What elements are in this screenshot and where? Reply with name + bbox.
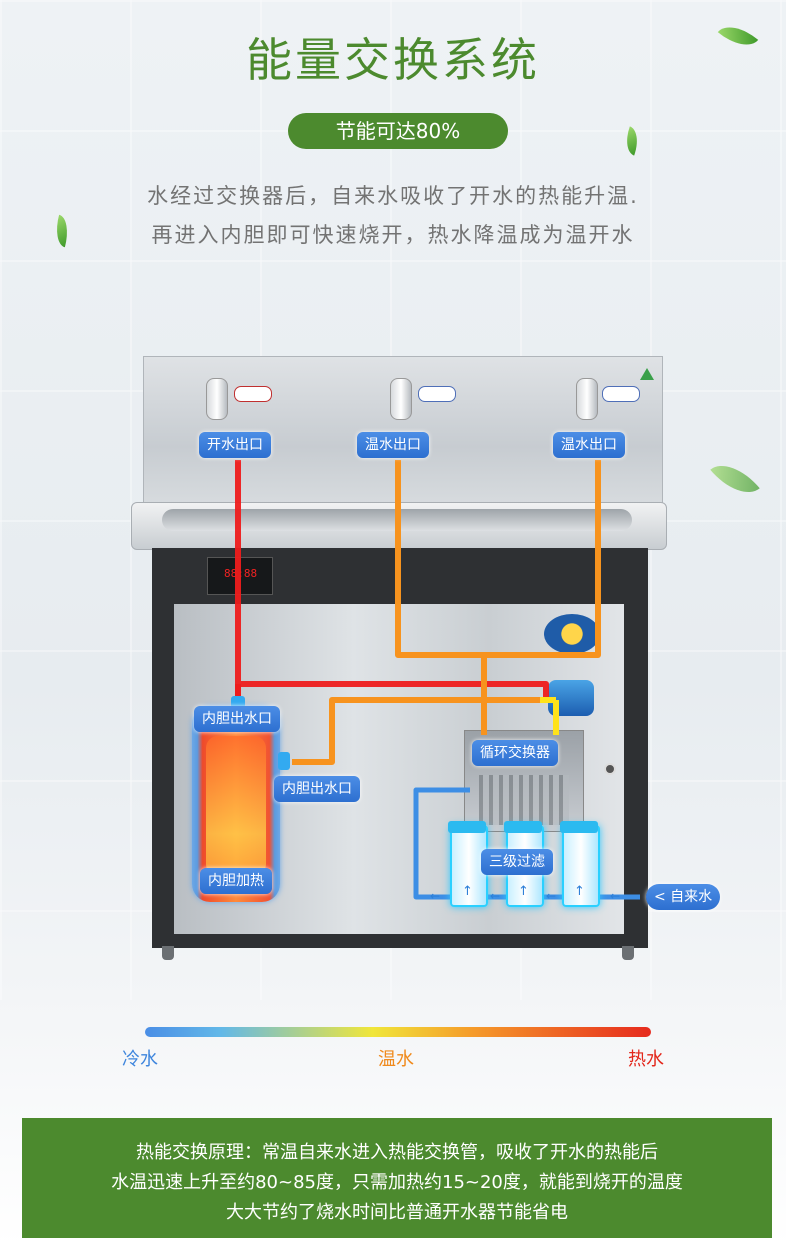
- legend-hot: 热水: [628, 1049, 664, 1070]
- arrow-left-icon: ←: [430, 889, 441, 903]
- exchanger-coil: [479, 775, 569, 825]
- info-line-3: 大大节约了烧水时间比普通开水器节能省电: [226, 1202, 568, 1223]
- label-exchanger: 循环交换器: [472, 740, 558, 766]
- info-line-1: 热能交换原理：常温自来水进入热能交换管，吸收了开水的热能后: [136, 1142, 658, 1163]
- filter-stage-1: ↑: [448, 821, 488, 907]
- control-display: 88:88: [207, 557, 273, 595]
- page-title: 能量交换系统: [246, 33, 540, 87]
- machine-leg: [162, 946, 174, 960]
- arrow-left-icon: ←: [490, 889, 501, 903]
- boiling-badge-icon: [234, 386, 272, 402]
- label-filters: 三级过滤: [481, 849, 553, 875]
- mascot-logo-icon: [544, 614, 600, 654]
- quality-logo-icon: [548, 680, 594, 716]
- label-tap-water: < 自来水: [646, 884, 721, 910]
- temperature-gradient-bar: [145, 1027, 651, 1037]
- description-line-2: 再进入内胆即可快速烧开，热水降温成为温开水: [151, 223, 635, 247]
- warm-badge-icon: [602, 386, 640, 402]
- label-boiling-outlet: 开水出口: [199, 432, 271, 458]
- machine-leg: [622, 946, 634, 960]
- arrow-left-icon: ←: [610, 889, 621, 903]
- label-tank-outlet-side: 内胆出水口: [274, 776, 360, 802]
- tank-heat-glow: [206, 736, 266, 876]
- faucet-icon: [576, 378, 598, 420]
- tank-top-connector: [231, 696, 245, 708]
- legend-cold: 冷水: [122, 1049, 158, 1070]
- basin-inner: [162, 509, 632, 531]
- label-warm-outlet-right: 温水出口: [553, 432, 625, 458]
- arrow-up-icon: ↑: [574, 884, 585, 899]
- arrow-up-icon: ↑: [518, 884, 529, 899]
- label-tank-outlet-top: 内胆出水口: [194, 706, 280, 732]
- label-warm-outlet-middle: 温水出口: [357, 432, 429, 458]
- arrow-left-icon: ←: [546, 889, 557, 903]
- label-tank-heating: 内胆加热: [200, 868, 272, 894]
- drip-basin: [131, 502, 667, 550]
- info-line-2: 水温迅速上升至约80~85度，只需加热约15~20度，就能到烧开的温度: [111, 1172, 683, 1193]
- arrow-up-icon: ↑: [462, 884, 473, 899]
- faucet-icon: [206, 378, 228, 420]
- faucet-icon: [390, 378, 412, 420]
- energy-saving-badge: 节能可达80%: [288, 113, 508, 149]
- principle-info-box: 热能交换原理：常温自来水进入热能交换管，吸收了开水的热能后 水温迅速上升至约80…: [22, 1118, 772, 1238]
- warm-badge-icon: [418, 386, 456, 402]
- filter-stage-3: ↑: [560, 821, 600, 907]
- legend-warm: 温水: [378, 1049, 414, 1070]
- door-lock-icon: [604, 763, 616, 775]
- tank-side-connector: [278, 752, 290, 770]
- description-line-1: 水经过交换器后，自来水吸收了开水的热能升温.: [147, 184, 639, 208]
